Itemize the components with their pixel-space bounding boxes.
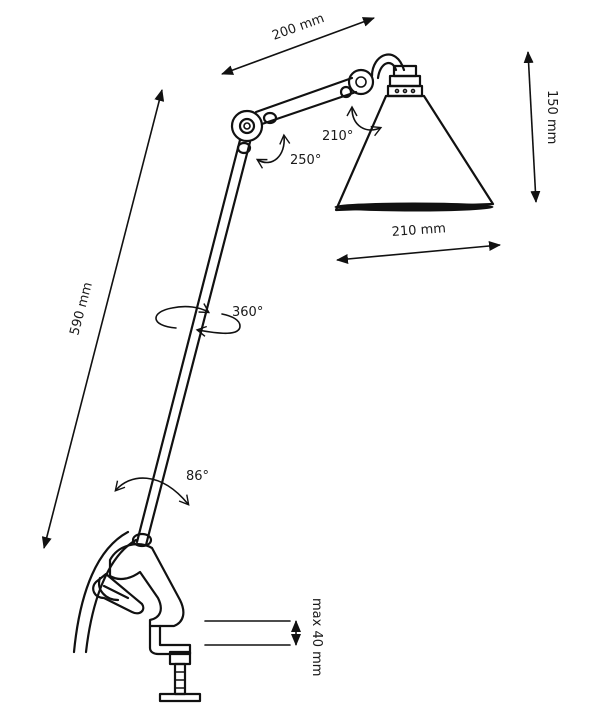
base-angle-arrow (114, 477, 190, 506)
base-angle-label: 86° (186, 469, 209, 484)
shade-rim (334, 202, 494, 212)
head-joint (339, 68, 375, 99)
angle-arrows (114, 105, 383, 506)
lamp-shade (334, 94, 495, 212)
elbow-angle-arrow (255, 133, 291, 169)
stem-length-label: 590 mm (67, 281, 96, 337)
clamp-pad (158, 692, 202, 703)
shade-width-label: 210 mm (391, 221, 446, 240)
stem-length-dimension (41, 89, 165, 549)
clamp-jaw (148, 624, 192, 656)
clamp-max-label: max 40 mm (309, 598, 324, 676)
rotation-angle-label: 360° (232, 305, 263, 320)
lamp-socket (386, 64, 424, 98)
clamp-lever (92, 572, 145, 615)
arm-length-dimension (221, 17, 375, 75)
shade-height-label: 150 mm (544, 90, 559, 144)
elbow-joint (230, 109, 278, 155)
shade-width-dimension (336, 241, 501, 264)
lamp-arm (254, 76, 354, 114)
clamp-screw (173, 662, 187, 696)
dimension-lines (41, 17, 541, 646)
rotation-arrow (155, 303, 211, 329)
lamp-illustration (72, 53, 495, 703)
shade-height-dimension (523, 51, 541, 203)
shade-angle-label: 210° (322, 129, 353, 144)
labels: 200 mm 150 mm 210 mm 590 mm max 40 mm 21… (67, 11, 559, 676)
elbow-angle-label: 250° (290, 153, 321, 168)
shade-angle-arrow (346, 105, 383, 137)
